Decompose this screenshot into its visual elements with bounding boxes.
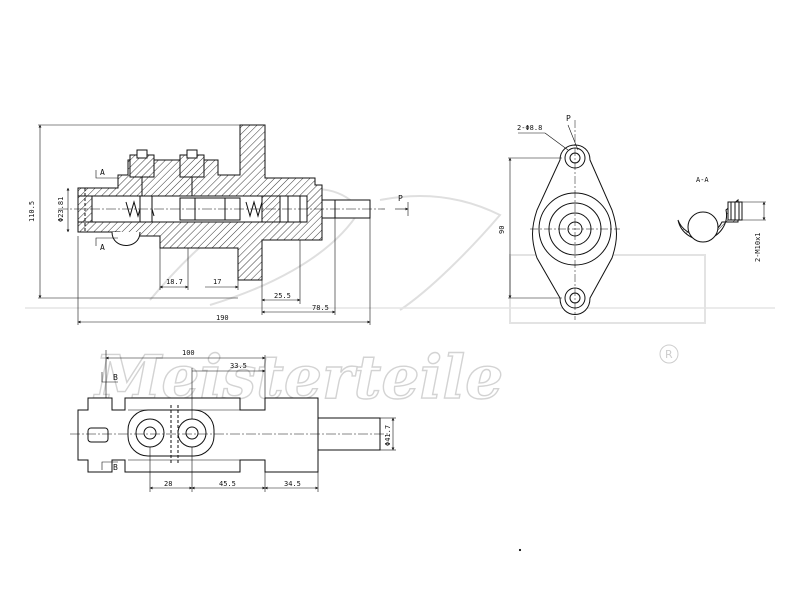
watermark-registered-mark: R (665, 348, 673, 361)
section-mark-a-bottom: A (100, 243, 105, 252)
section-mark-b-top: B (113, 373, 118, 382)
section-mark-a-top: A (100, 168, 105, 177)
detail-view-a-a (677, 198, 766, 243)
dim-17: 17 (213, 278, 221, 286)
dim-bore-diameter: Φ23.81 (57, 197, 65, 222)
plan-dimension-lines (101, 350, 522, 552)
dim-rod-diameter: Φ41.7 (384, 425, 392, 446)
dim-hole-spacing: 90 (498, 226, 506, 234)
view-arrow-p: P (398, 194, 403, 203)
dim-45-5: 45.5 (219, 480, 236, 488)
dim-18-7: 18.7 (166, 278, 183, 286)
section-view (58, 124, 385, 281)
flange-outline (532, 144, 617, 315)
section-dimension-lines (38, 124, 371, 325)
dim-28: 28 (164, 480, 172, 488)
dim-100: 100 (182, 349, 195, 357)
plan-view (70, 397, 390, 473)
detail-title: A-A (696, 176, 709, 184)
dim-25-5: 25.5 (274, 292, 291, 300)
flange-dimension-lines (395, 124, 579, 299)
dim-33-5: 33.5 (230, 362, 247, 370)
flange-view (530, 120, 620, 320)
flange-mark-p: P (566, 114, 571, 123)
dim-34-5: 34.5 (284, 480, 301, 488)
dim-thread: 2-M10x1 (754, 232, 762, 262)
dim-mount-holes: 2-Φ8.8 (517, 124, 542, 132)
section-mark-b-bottom: B (113, 463, 118, 472)
dim-78-5: 78.5 (312, 304, 329, 312)
dim-overall-length: 190 (216, 314, 229, 322)
dim-overall-height: 110.5 (28, 201, 36, 222)
